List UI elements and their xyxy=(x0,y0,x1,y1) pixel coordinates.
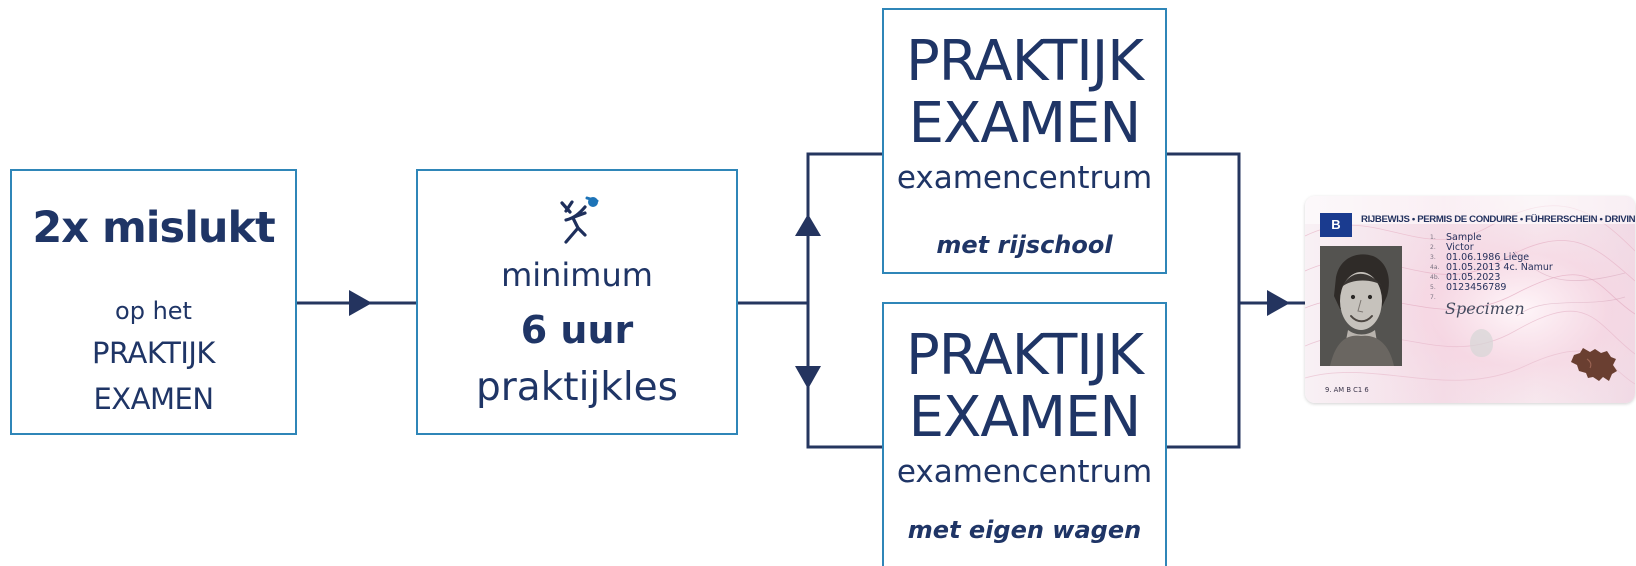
license-field-number: 3. xyxy=(1430,254,1436,261)
minimum-lessons-box: minimum 6 uur praktijkles xyxy=(416,169,738,435)
license-signature: Specimen xyxy=(1445,299,1525,318)
practice-lessons-label: praktijkles xyxy=(476,365,678,410)
exam-driving-school-mode: met rijschool xyxy=(936,231,1113,259)
failed-twice-text-praktijk: PRAKTIJK xyxy=(92,336,215,370)
license-field-row: 4b. 01.05.2023 xyxy=(1430,273,1553,283)
belgium-map-icon xyxy=(1571,348,1617,381)
license-field-number: 2. xyxy=(1430,244,1436,251)
exam-own-car-line-praktijk: PRAKTIJK xyxy=(905,323,1144,388)
eu-flag-icon: B xyxy=(1320,213,1352,237)
exam-driving-school-center: examencentrum xyxy=(896,160,1153,196)
driving-license-card: B RIJBEWIJS • PERMIS DE CONDUIRE • FÜHRE… xyxy=(1305,196,1635,403)
license-header-band xyxy=(1305,196,1635,224)
exam-driving-school-line-praktijk: PRAKTIJK xyxy=(905,29,1144,94)
license-field-row: 3. 01.06.1986 Liège xyxy=(1430,253,1553,263)
hours-label: 6 uur xyxy=(520,308,634,352)
license-field-number: 5. xyxy=(1430,284,1436,291)
license-field-row: 5. 0123456789 xyxy=(1430,283,1553,293)
license-field-value: 01.05.2023 xyxy=(1446,272,1501,283)
exam-own-car-mode: met eigen wagen xyxy=(907,516,1142,544)
license-field-value: 01.05.2013 4c. Namur xyxy=(1446,262,1553,273)
license-field-row: 1. Sample xyxy=(1430,233,1553,243)
license-fields: 1. Sample 2. Victor 3. 01.06.1986 Liège 4a.… xyxy=(1430,233,1553,303)
minimum-label: minimum xyxy=(501,256,653,294)
failed-twice-heading: 2x mislukt xyxy=(32,203,275,253)
license-field-value: Sample xyxy=(1446,232,1482,243)
connector-branch-upper xyxy=(806,152,884,305)
failed-twice-box: 2x mislukt op het PRAKTIJK EXAMEN xyxy=(10,169,297,435)
license-field-number: 7. xyxy=(1430,294,1436,301)
license-photo xyxy=(1320,246,1402,366)
license-ghost-photo xyxy=(1470,329,1493,357)
arrow-up-to-driving-school xyxy=(795,214,821,236)
country-code: B xyxy=(1331,217,1341,232)
connector-own-car-to-license xyxy=(1165,301,1241,449)
failed-twice-text-examen: EXAMEN xyxy=(93,382,214,416)
connector-driving-school-to-license xyxy=(1165,152,1241,305)
license-categories: 9. AM B C1 6 xyxy=(1325,386,1369,394)
failed-twice-text-op-het: op het xyxy=(115,297,192,325)
arrow-to-license xyxy=(1267,290,1290,316)
exam-driving-school-line-examen: EXAMEN xyxy=(908,91,1142,156)
license-field-row: 2. Victor xyxy=(1430,243,1553,253)
running-person-icon xyxy=(552,195,604,247)
license-field-row: 4a. 01.05.2013 4c. Namur xyxy=(1430,263,1553,273)
license-field-value: 01.06.1986 Liège xyxy=(1446,252,1530,263)
license-title: RIJBEWIJS • PERMIS DE CONDUIRE • FÜHRERS… xyxy=(1361,214,1635,225)
license-field-value: Victor xyxy=(1446,242,1474,253)
exam-with-driving-school-box: PRAKTIJK EXAMEN examencentrum met rijsch… xyxy=(882,8,1167,274)
exam-own-car-center: examencentrum xyxy=(896,454,1153,490)
arrow-down-to-own-car xyxy=(795,366,821,389)
arrow-to-lessons xyxy=(349,290,372,316)
license-field-row: 7. xyxy=(1430,293,1553,303)
license-field-number: 1. xyxy=(1430,234,1436,241)
license-field-number: 4a. xyxy=(1430,264,1440,271)
license-field-value: 0123456789 xyxy=(1446,282,1507,293)
license-field-number: 4b. xyxy=(1430,274,1440,281)
exam-own-car-line-examen: EXAMEN xyxy=(908,385,1142,450)
connector-branch-lower xyxy=(806,301,884,449)
exam-with-own-car-box: PRAKTIJK EXAMEN examencentrum met eigen … xyxy=(882,302,1167,566)
